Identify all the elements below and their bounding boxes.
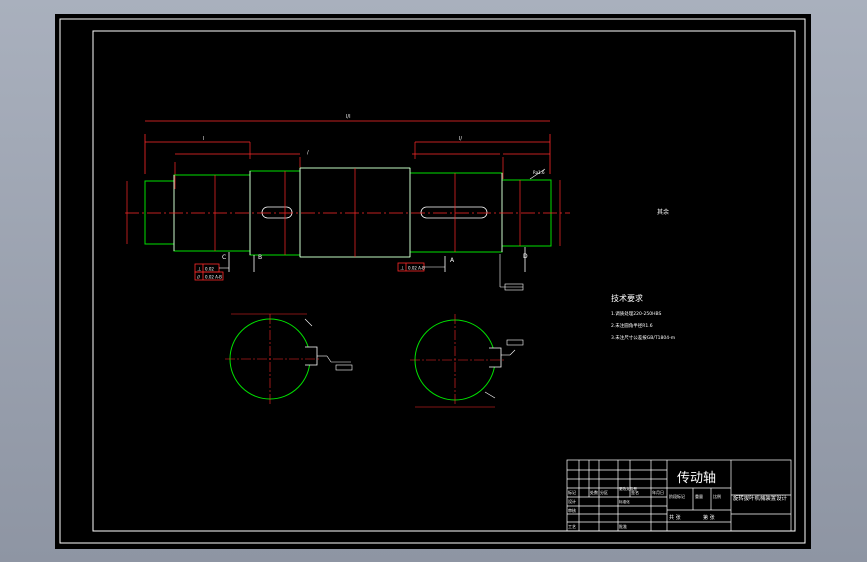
shaft-main-view[interactable]: l/l l / l/ bbox=[125, 114, 570, 291]
tolerance-2-symbol: // bbox=[197, 275, 201, 281]
sheet-outer-border bbox=[59, 18, 806, 544]
surface-note: 其余 bbox=[657, 208, 669, 216]
dim-left-2: / bbox=[307, 150, 309, 156]
cell-count: 处数 bbox=[590, 489, 598, 495]
tolerance-2-value: 0.02 A-B bbox=[205, 275, 222, 280]
tolerance-frame-3: ⊥ 0.02 A-B bbox=[397, 262, 445, 272]
tolerance-frame-1: ⊥ 0.02 bbox=[194, 263, 229, 273]
section-view-right[interactable] bbox=[410, 314, 524, 408]
sheet-inner-border bbox=[92, 30, 796, 532]
tech-req-title: 技术要求 bbox=[611, 293, 643, 303]
overall-length-text: l/l bbox=[346, 114, 350, 120]
cell-zone: 分区 bbox=[600, 489, 608, 495]
cell-change-doc: 更改文件号 bbox=[619, 486, 637, 491]
tolerance-frame-2: // 0.02 A-B bbox=[194, 271, 224, 281]
title-block[interactable] bbox=[566, 459, 792, 532]
tolerance-1-symbol: ⊥ bbox=[197, 267, 201, 273]
tolerance-3-value: 0.02 A-B bbox=[408, 266, 425, 271]
drawing-canvas[interactable]: l/l l / l/ bbox=[55, 14, 811, 549]
cell-scale: 比例 bbox=[713, 493, 721, 499]
cell-weight: 重量 bbox=[695, 493, 703, 499]
technical-requirements: 技术要求 1.调质处理220-250HBS 2.未注圆角半径R1.6 3.未注尺… bbox=[611, 293, 675, 341]
section-mark-b: B bbox=[258, 254, 262, 261]
cell-design: 设计 bbox=[568, 498, 576, 504]
section-cut-lines bbox=[228, 247, 526, 272]
dim-left-1: l bbox=[203, 136, 204, 142]
diameter-dimensions bbox=[126, 168, 561, 257]
drawing-sheet: l/l l / l/ bbox=[59, 18, 806, 544]
keyway-left bbox=[261, 206, 293, 219]
tech-req-item-2: 2.未注圆角半径R1.6 bbox=[611, 322, 653, 329]
cell-mark: 标记 bbox=[568, 489, 576, 495]
cell-signature: 签名 bbox=[631, 489, 639, 495]
tolerance-3-symbol: ⊥ bbox=[400, 266, 404, 272]
section-mark-c: C bbox=[222, 254, 226, 261]
segment-dimensions bbox=[145, 141, 550, 189]
cell-sheets: 共 张 bbox=[669, 514, 681, 521]
section-mark-d: D bbox=[523, 253, 528, 260]
cell-process: 工艺 bbox=[568, 524, 576, 529]
tech-req-item-3: 3.未注尺寸公差按GB/T1804-m bbox=[611, 334, 675, 341]
overall-length-dimension bbox=[144, 120, 551, 174]
shaft-shoulders bbox=[173, 167, 503, 258]
dim-right-1: l/ bbox=[459, 136, 462, 142]
tech-req-item-1: 1.调质处理220-250HBS bbox=[611, 310, 661, 317]
title-drawing-title: 旋转拔叶机械装置设计 bbox=[733, 494, 788, 502]
cell-approve: 批准 bbox=[619, 523, 627, 529]
keyway-right bbox=[420, 206, 488, 219]
roughness-right: Ra1.6 bbox=[529, 168, 546, 180]
right-leader bbox=[499, 254, 524, 291]
cell-review: 审核 bbox=[568, 507, 576, 513]
cell-standardize: 标准化 bbox=[619, 499, 630, 504]
section-mark-a: A bbox=[450, 257, 455, 264]
title-part-name: 传动轴 bbox=[677, 471, 716, 486]
section-view-left[interactable] bbox=[225, 313, 353, 404]
roughness-right-text: Ra1.6 bbox=[533, 170, 545, 175]
cell-sheet: 第 张 bbox=[703, 514, 715, 521]
cell-stage-mark: 阶段标记 bbox=[669, 493, 685, 499]
tolerance-1-value: 0.02 bbox=[205, 267, 214, 272]
cell-date: 年月日 bbox=[652, 489, 664, 495]
shaft-outline bbox=[144, 167, 552, 258]
